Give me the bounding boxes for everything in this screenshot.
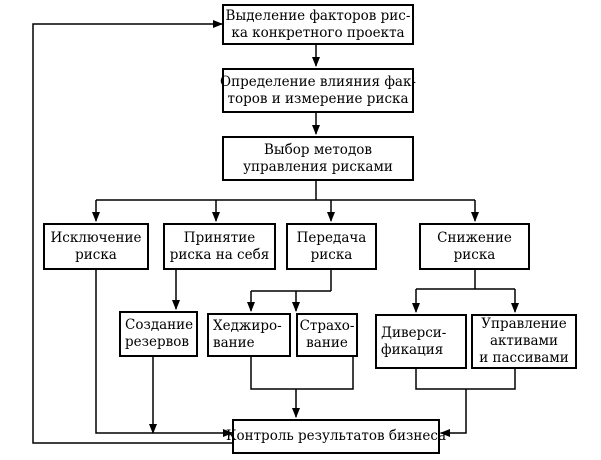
node-create-reserves: Создание резервов: [119, 311, 198, 357]
node-asset-liability-management: Управление активами и пассивами: [471, 314, 577, 369]
node-hedging: Хеджиро- вание: [207, 313, 291, 357]
node-text-line: Страхо-: [299, 318, 355, 334]
node-risk-transfer: Передача риска: [286, 223, 377, 270]
node-text-line: Диверси-: [381, 324, 447, 341]
node-text-line: ка конкретного проекта: [231, 24, 405, 41]
node-text-line: активами: [489, 333, 559, 349]
feedback-loop-arrow: [32, 20, 232, 444]
node-text-line: вание: [213, 335, 255, 351]
node-insurance: Страхо- вание: [296, 313, 358, 357]
node-text-line: риска на себя: [169, 246, 270, 263]
node-text-line: Создание: [125, 317, 194, 333]
node-text-line: торов и измерение риска: [227, 90, 409, 107]
node-text-line: и пассивами: [479, 350, 569, 366]
node-text-line: Исключение: [50, 229, 142, 246]
node-text-line: Хеджиро-: [213, 318, 282, 334]
node-text-line: риска: [75, 246, 117, 263]
node-risk-reduction: Снижение риска: [419, 223, 530, 270]
node-text-line: риска: [310, 246, 353, 263]
node-text-line: Выделение факторов рис-: [225, 7, 411, 24]
node-text-line: резервов: [125, 334, 189, 350]
node-text-line: Передача: [296, 229, 367, 246]
node-text-line: Принятие: [183, 229, 256, 246]
node-diversification: Диверси- фикация: [375, 314, 467, 369]
node-text-line: Контроль результатов бизнеса: [226, 428, 446, 444]
node-text-line: Управление: [481, 316, 567, 332]
node-text-line: риска: [453, 246, 496, 263]
node-text-line: фикация: [381, 341, 444, 358]
node-business-results-control: Контроль результатов бизнеса: [226, 419, 446, 454]
arrow-merge2-to-control: [440, 389, 467, 437]
node-risk-acceptance: Принятие риска на себя: [163, 223, 276, 270]
hedging-insurance-merge: [250, 357, 354, 390]
node-text-line: Снижение: [437, 229, 512, 246]
node-text-line: Выбор методов: [264, 141, 372, 158]
diversify-asset-merge: [415, 369, 516, 390]
node-text-line: вание: [306, 335, 348, 351]
node-risk-exclusion: Исключение риска: [43, 223, 149, 270]
node-text-line: Определение влияния фак-: [220, 73, 416, 90]
node-text-line: управления рисками: [243, 158, 393, 175]
node-select-methods: Выбор методов управления рисками: [222, 136, 414, 181]
node-identify-risk-factors: Выделение факторов рис- ка конкретного п…: [222, 4, 414, 45]
node-measure-risk: Определение влияния фак- торов и измерен…: [220, 68, 416, 113]
arrow-exclusion-to-control: [95, 270, 233, 437]
